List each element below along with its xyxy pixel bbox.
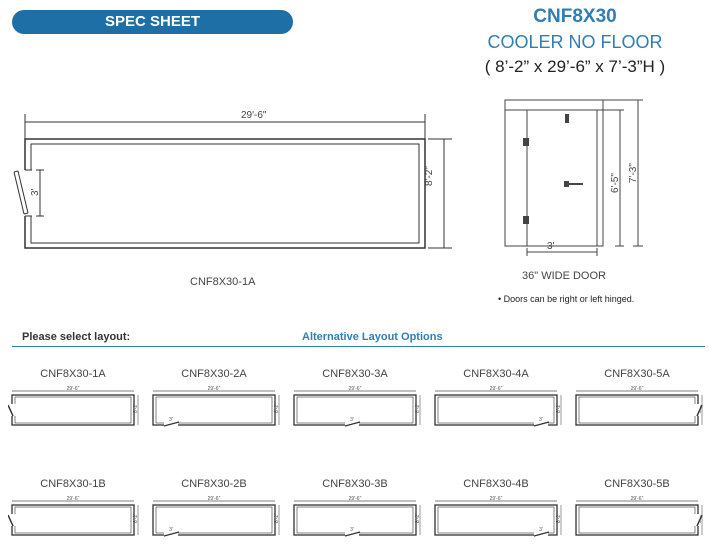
layout-option-name: CNF8X30-1B [40, 478, 106, 490]
plan-caption: CNF8X30-1A [190, 276, 256, 288]
layout-option-diagram: 29'-6" 8'-2" 3' [293, 496, 421, 537]
plan-door-label: 3' [30, 188, 41, 196]
layout-option-name: CNF8X30-3B [322, 478, 388, 490]
option-width-label: 29'-6" [490, 386, 503, 392]
option-width-label: 29'-6" [349, 386, 362, 392]
layout-option[interactable]: CNF8X30-1A 29'-6" 8'-2" [8, 368, 139, 438]
hinge-note-text: Doors can be right or left hinged. [503, 294, 635, 304]
option-depth-label: 8'-2" [133, 513, 139, 523]
option-width-label: 29'-6" [208, 496, 221, 502]
model-type: COOLER NO FLOOR [487, 32, 663, 52]
layout-option-name: CNF8X30-5B [604, 478, 670, 490]
option-door-label: 3' [539, 527, 543, 533]
option-door-label: 3' [169, 417, 173, 423]
layout-option-diagram: 29'-6" 8'-2" 3' [152, 386, 280, 427]
option-width-label: 29'-6" [631, 496, 644, 502]
model-number: CNF8X30 [533, 6, 617, 27]
elevation-caption: 36" WIDE DOOR [522, 270, 606, 282]
plan-depth-label: 8'-2" [424, 166, 435, 186]
option-width-label: 29'-6" [349, 496, 362, 502]
option-depth-label: 8'-2" [274, 403, 280, 413]
option-door-label: 3' [350, 417, 354, 423]
spec-sheet-banner: SPEC SHEET [12, 10, 293, 34]
layout-option-diagram: 29'-6"8'-2" [575, 496, 703, 536]
layout-option-diagram: 29'-6" 8'-2" [8, 496, 139, 536]
layout-option-name: CNF8X30-3A [322, 368, 388, 380]
option-depth-label: 8'-2" [415, 513, 421, 523]
alternative-layouts-heading: Alternative Layout Options [302, 331, 443, 343]
option-width-label: 29'-6" [490, 496, 503, 502]
section-divider [12, 346, 705, 347]
option-depth-label: 8'-2" [274, 513, 280, 523]
elevation-total-height: 7'-3" [628, 163, 639, 183]
layout-option-name: CNF8X30-5A [604, 368, 670, 380]
layout-option[interactable]: CNF8X30-2B 29'-6" 8'-2" 3' [149, 478, 280, 548]
model-dimensions: ( 8’-2” x 29’-6” x 7’-3”H ) [484, 57, 666, 76]
layout-option[interactable]: CNF8X30-4B 29'-6" 8'-2" 3' [431, 478, 562, 548]
layout-option-name: CNF8X30-1A [40, 368, 106, 380]
layout-option[interactable]: CNF8X30-5A 29'-6"8'-2" [572, 368, 703, 438]
option-depth-label: 8'-2" [556, 403, 562, 413]
option-door-label: 3' [539, 417, 543, 423]
layout-option-diagram: 29'-6" 8'-2" 3' [434, 386, 562, 427]
option-width-label: 29'-6" [631, 386, 644, 392]
layout-option-diagram: 29'-6" 8'-2" 3' [152, 496, 280, 537]
layout-option-diagram: 29'-6" 8'-2" 3' [434, 496, 562, 537]
option-width-label: 29'-6" [67, 496, 80, 502]
option-depth-label: 8'-2" [415, 403, 421, 413]
layout-option[interactable]: CNF8X30-3A 29'-6" 8'-2" 3' [290, 368, 421, 438]
layout-option[interactable]: CNF8X30-2A 29'-6" 8'-2" 3' [149, 368, 280, 438]
option-door-label: 3' [350, 527, 354, 533]
elevation-door-width: 3' [547, 241, 555, 252]
layout-option-name: CNF8X30-4A [463, 368, 529, 380]
option-depth-label: 8'-2" [133, 403, 139, 413]
select-layout-label: Please select layout: [22, 331, 131, 343]
layout-option-diagram: 29'-6" 8'-2" [8, 386, 139, 426]
elevation-door-height: 6'-5" [610, 173, 621, 193]
plan-width-label: 29'-6" [241, 110, 267, 121]
option-width-label: 29'-6" [208, 386, 221, 392]
option-door-label: 3' [169, 527, 173, 533]
layout-option-name: CNF8X30-4B [463, 478, 529, 490]
layout-option[interactable]: CNF8X30-5B 29'-6"8'-2" [572, 478, 703, 548]
option-depth-label: 8'-2" [556, 513, 562, 523]
layout-option-diagram: 29'-6" 8'-2" 3' [293, 386, 421, 427]
hinge-note: • Doors can be right or left hinged. [498, 294, 635, 304]
floor-plan-drawing [13, 114, 452, 249]
option-width-label: 29'-6" [67, 386, 80, 392]
layout-option[interactable]: CNF8X30-3B 29'-6" 8'-2" 3' [290, 478, 421, 548]
layout-option-diagram: 29'-6"8'-2" [575, 386, 703, 426]
layout-option-name: CNF8X30-2A [181, 368, 247, 380]
layout-option-name: CNF8X30-2B [181, 478, 247, 490]
door-elevation-drawing [504, 99, 643, 256]
layout-option[interactable]: CNF8X30-4A 29'-6" 8'-2" 3' [431, 368, 562, 438]
layout-option[interactable]: CNF8X30-1B 29'-6" 8'-2" [8, 478, 139, 548]
